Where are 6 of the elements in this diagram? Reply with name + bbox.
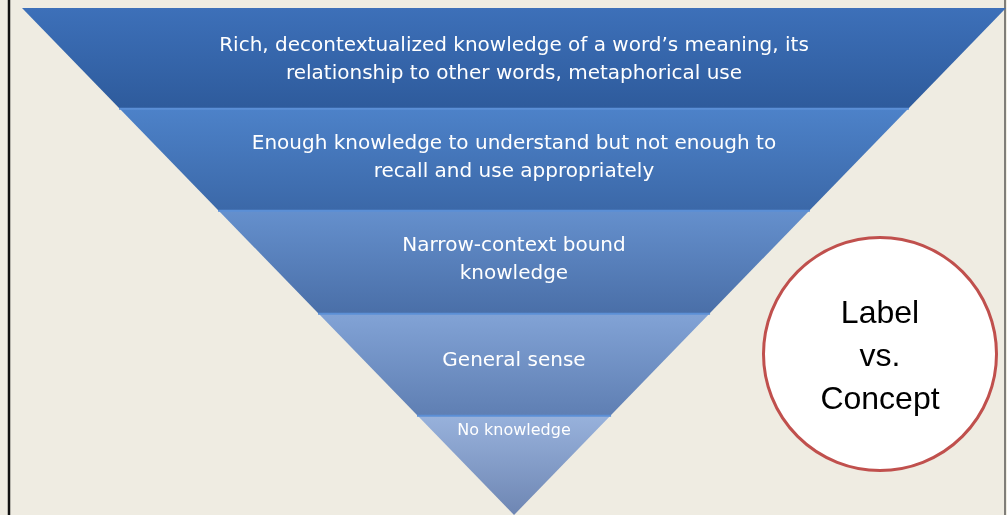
- band-text: No knowledge: [456, 419, 572, 441]
- band-text: Enough knowledge to understand but not enough to recall and use appropriately: [250, 129, 778, 184]
- band-text: Rich, decontextualized knowledge of a word’s meaning, its relationship to other words, metaphorical use: [218, 31, 810, 86]
- band-text: Narrow-context bound knowledge: [401, 231, 627, 286]
- circle-text: Label vs. Concept: [819, 293, 941, 419]
- band-text: General sense: [441, 346, 587, 373]
